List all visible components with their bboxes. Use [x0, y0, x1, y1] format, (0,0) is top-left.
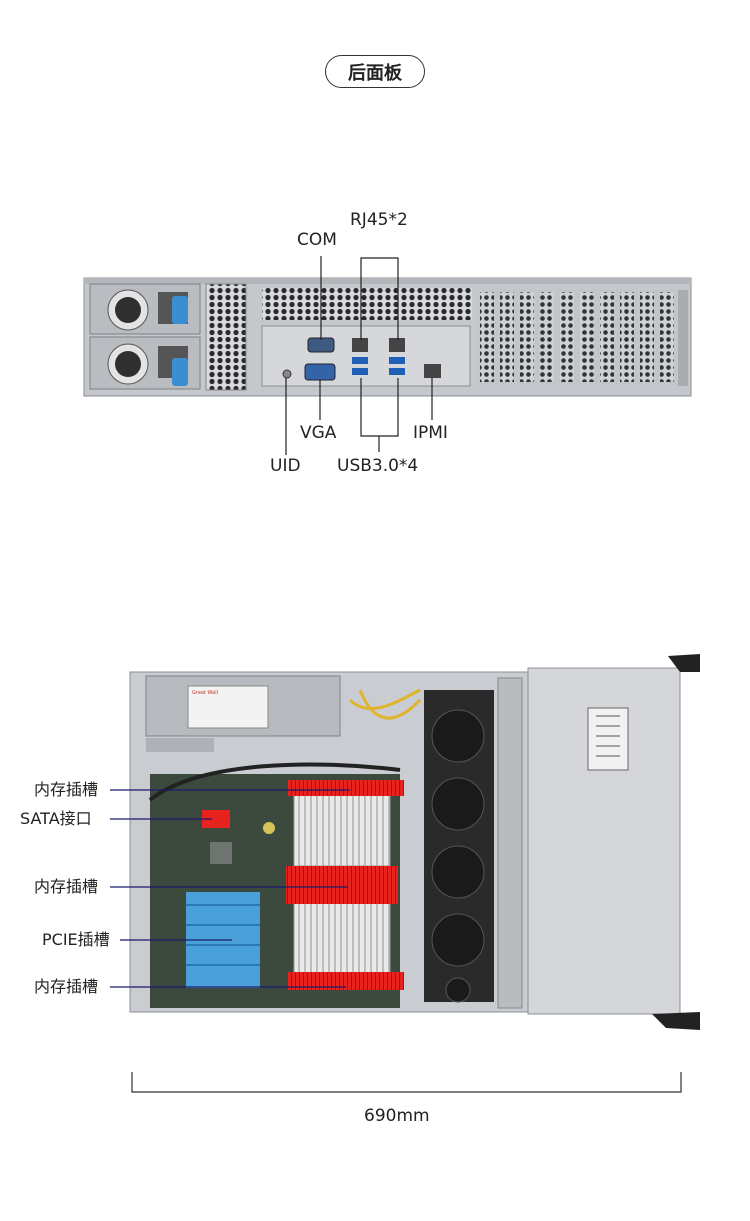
- psu-handle-2: [172, 358, 188, 386]
- length-dimension-label: 690mm: [364, 1106, 430, 1126]
- psu-handle-1: [172, 296, 188, 324]
- usb-port-1: [352, 357, 368, 364]
- memory-slot-top: [288, 780, 404, 796]
- ipmi-port: [424, 364, 441, 378]
- uid-label: UID: [270, 456, 301, 476]
- uid-button: [282, 369, 292, 379]
- usb-port-4: [389, 368, 405, 375]
- memory-slot-callout-2: 内存插槽: [34, 877, 99, 896]
- memory-slot-bottom: [288, 972, 404, 990]
- rj45-port-1: [352, 338, 368, 352]
- fan-wall: [424, 690, 494, 1003]
- sata-connector: [202, 810, 230, 828]
- vga-label: VGA: [300, 423, 337, 443]
- pcie-callout: PCIE插槽: [42, 930, 110, 949]
- rj45-label: RJ45*2: [350, 210, 408, 230]
- ipmi-label: IPMI: [413, 423, 448, 443]
- brand-label-text: Great Wall: [192, 690, 218, 696]
- rear-panel-diagram: [83, 256, 692, 455]
- usb-label: USB3.0*4: [337, 456, 419, 476]
- usb-port-2: [352, 368, 368, 375]
- rj45-port-2: [389, 338, 405, 352]
- com-label: COM: [297, 230, 337, 250]
- dimension-line: [131, 1072, 682, 1093]
- heatsink-2: [293, 899, 391, 975]
- memory-slot-callout-1: 内存插槽: [34, 780, 99, 799]
- rear-panel-title: 后面板: [325, 55, 425, 88]
- psu-label: [187, 685, 269, 729]
- heatsink-1: [293, 785, 391, 867]
- rear-leader-lines: [285, 256, 433, 455]
- usb-port-3: [389, 357, 405, 364]
- internal-callout-lines: [110, 789, 350, 988]
- memory-slot-callout-3: 内存插槽: [34, 977, 99, 996]
- sata-callout: SATA接口: [20, 809, 92, 828]
- memory-slot-mid: [286, 866, 398, 904]
- pcie-brackets: [480, 292, 674, 382]
